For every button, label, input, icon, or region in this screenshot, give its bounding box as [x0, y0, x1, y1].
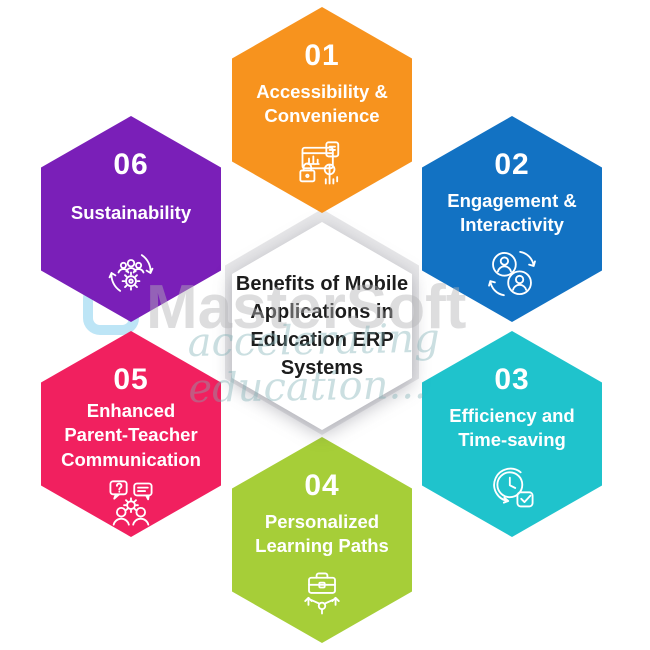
hexagon-sustainability: 06 Sustainability — [41, 116, 221, 322]
step-title: Engagement & Interactivity — [447, 189, 577, 235]
step-number: 01 — [304, 39, 340, 72]
hexagon-engagement-interactivity: 02 Engagement & Interactivity — [422, 116, 602, 322]
hexagon-parent-teacher-communication: 05 Enhanced Parent-Teacher Communication — [41, 331, 221, 537]
briefcase-paths-icon — [296, 568, 348, 620]
device-lock-tap-icon — [296, 138, 348, 190]
step-title: Efficiency and Time-saving — [449, 404, 575, 450]
step-number: 04 — [304, 469, 340, 502]
step-number: 06 — [113, 148, 149, 181]
step-number: 02 — [494, 148, 530, 181]
community-gear-cycle-icon — [105, 247, 157, 299]
center-hexagon: Benefits of Mobile Applications in Educa… — [232, 222, 412, 430]
step-number: 03 — [494, 363, 530, 396]
infographic-title: Benefits of Mobile Applications in Educa… — [235, 273, 409, 379]
step-title: Personalized Learning Paths — [255, 510, 389, 556]
step-title: Enhanced Parent-Teacher Communication — [61, 400, 201, 470]
step-title: Sustainability — [70, 201, 192, 223]
clock-check-icon — [486, 462, 538, 514]
parent-teacher-chat-icon — [105, 477, 157, 529]
hexagon-accessibility-convenience: 01 Accessibility & Convenience — [232, 7, 412, 213]
hexagon-personalized-learning-paths: 04 Personalized Learning Paths — [232, 437, 412, 643]
users-exchange-icon — [486, 247, 538, 299]
hexagon-efficiency-time-saving: 03 Efficiency and Time-saving — [422, 331, 602, 537]
step-title: Accessibility & Convenience — [256, 80, 388, 126]
step-number: 05 — [113, 363, 149, 396]
